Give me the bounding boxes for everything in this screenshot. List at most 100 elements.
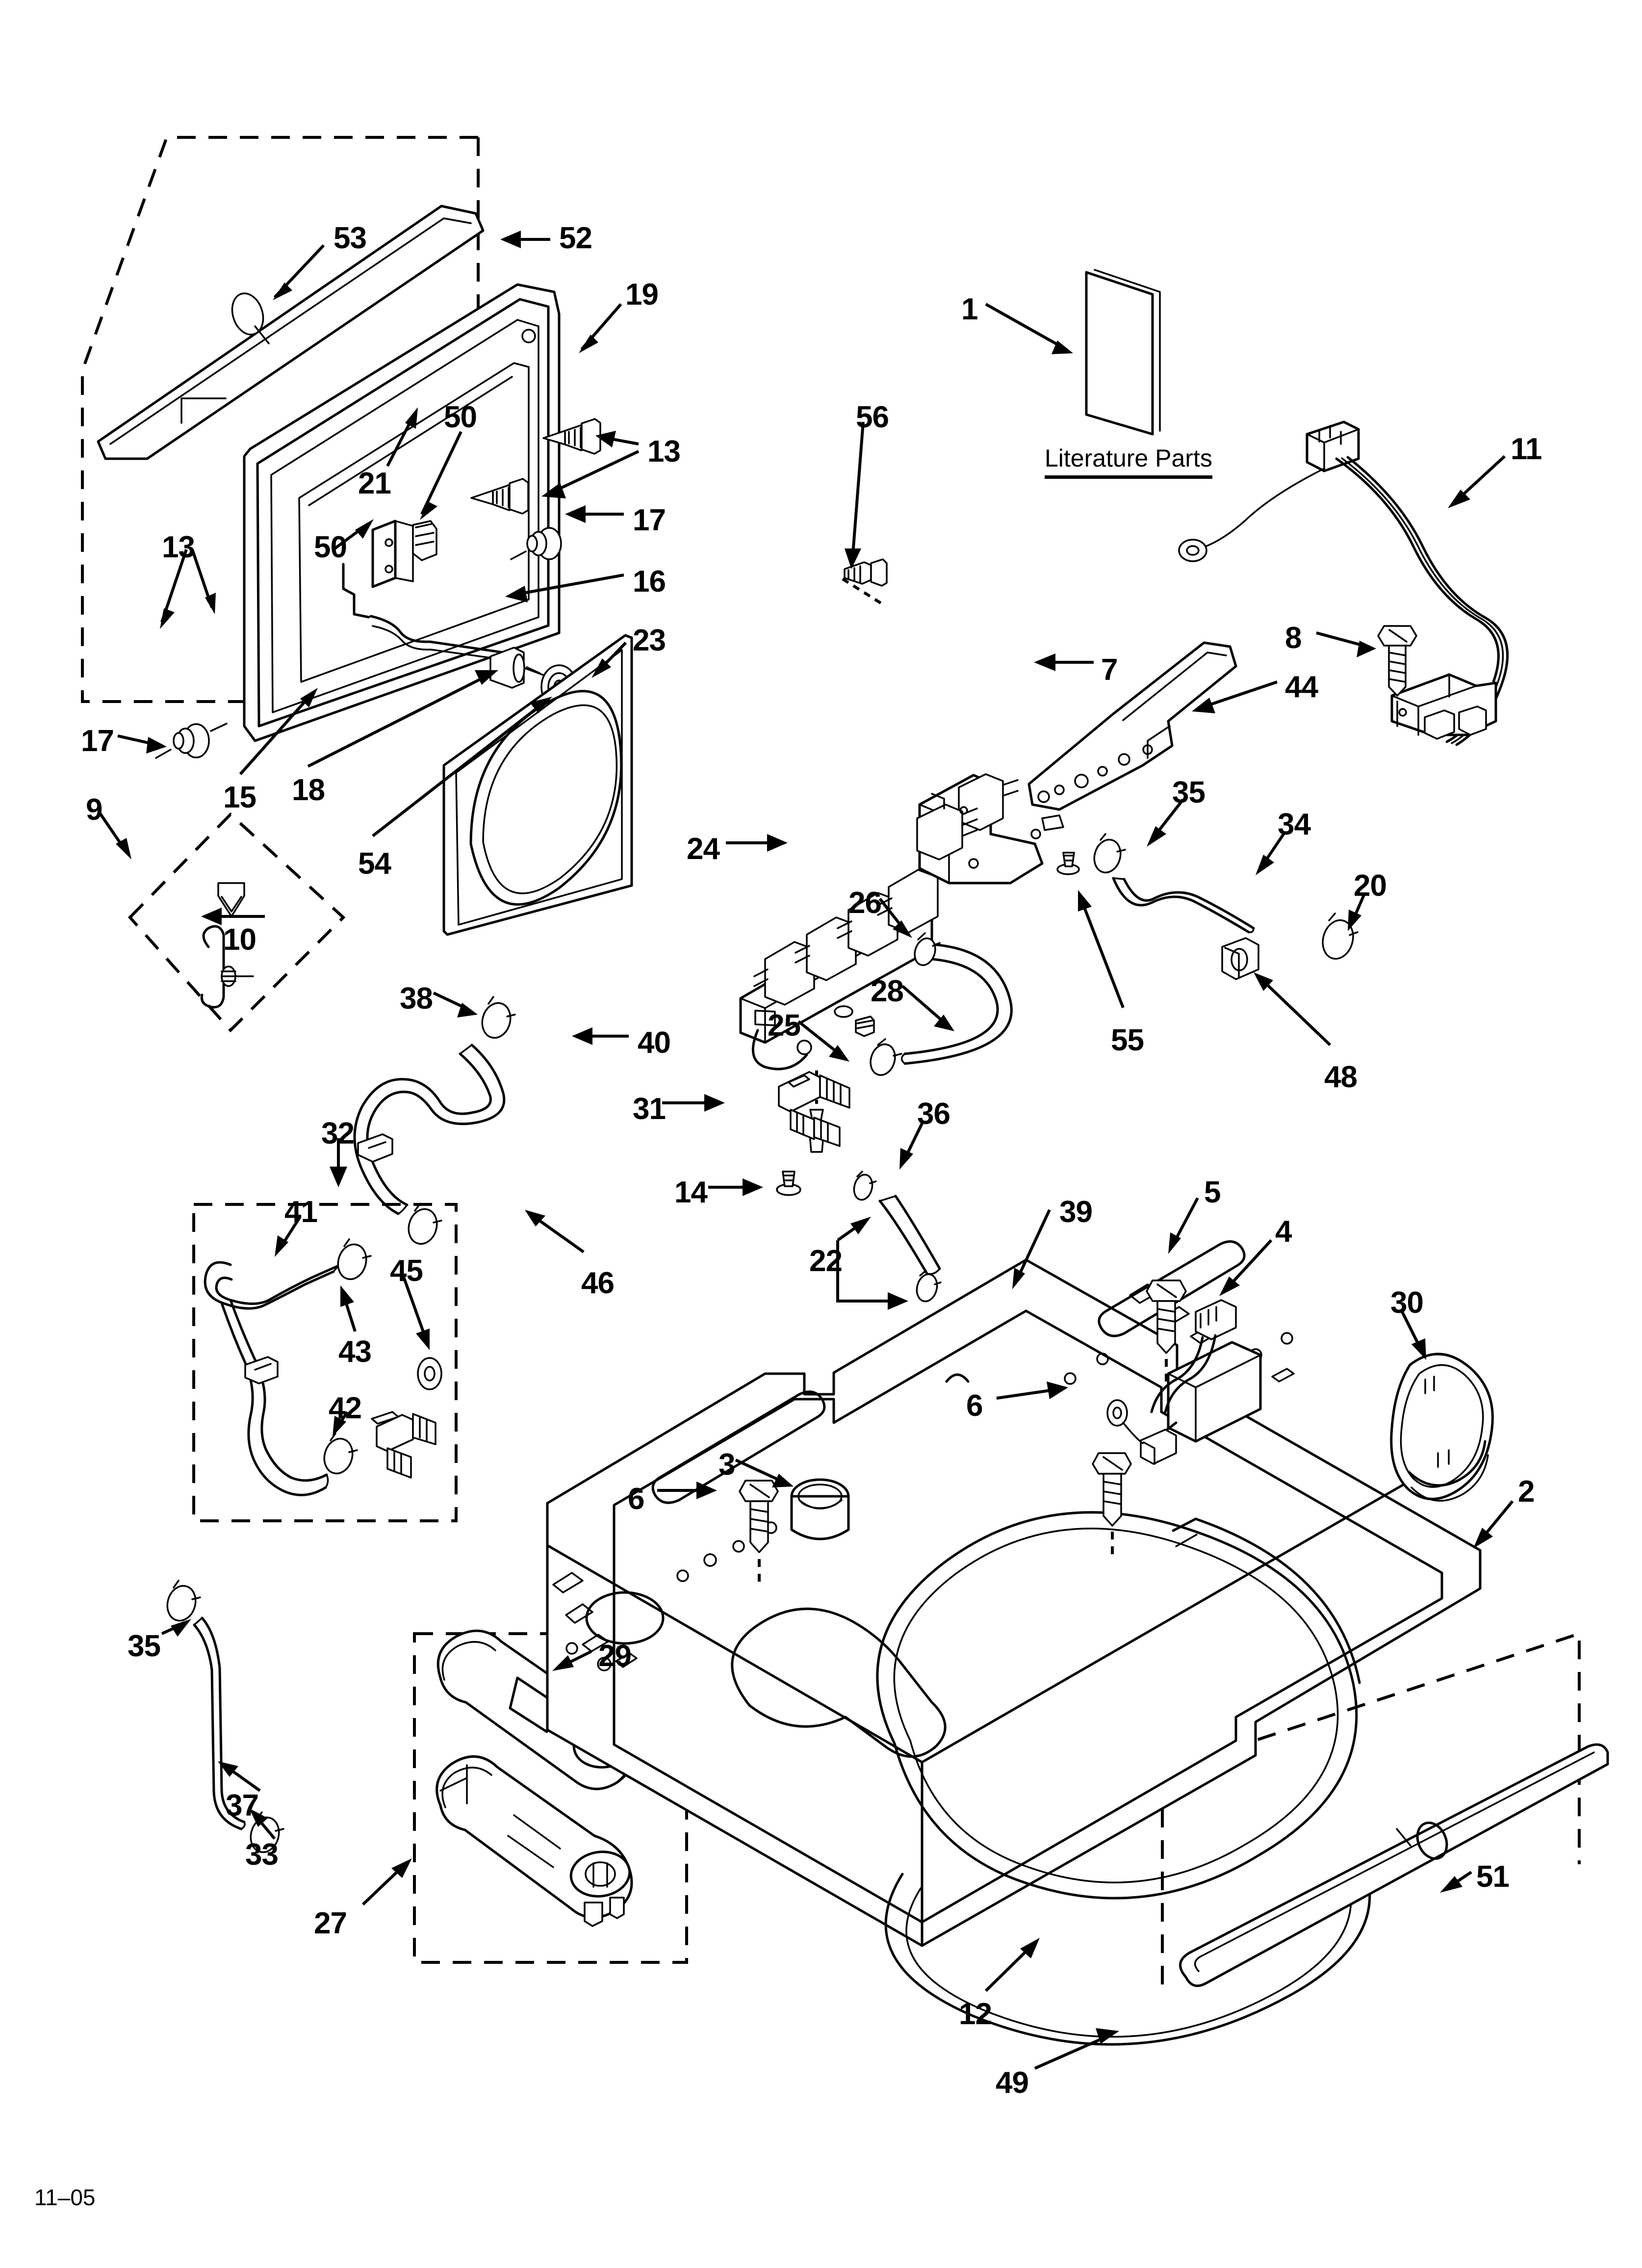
callout-number-13: 13 [162, 530, 195, 564]
trim-hole-53-tail [254, 325, 270, 344]
screw-14 [776, 1171, 801, 1196]
callout-number-20: 20 [1354, 869, 1387, 903]
literature-sheet-1-edge [1094, 269, 1161, 432]
lid-switch-detail-b [1417, 674, 1477, 707]
hose-clamp-22-top [853, 1171, 877, 1201]
group-label-literature-parts: Literature Parts [1045, 444, 1212, 479]
callout-number-26: 26 [848, 886, 882, 920]
callout-number-38: 38 [400, 982, 433, 1016]
callout-number-24: 24 [687, 832, 720, 866]
hose-36-b [894, 1195, 941, 1270]
callout-number-12: 12 [959, 1997, 992, 2031]
callout-number-44: 44 [1285, 670, 1318, 704]
lid-gasket-panel-23 [442, 634, 633, 936]
switchpack-hole-a [968, 858, 979, 869]
sheet-revision-code: 11–05 [34, 2185, 96, 2210]
tee-fitting-31 [778, 1071, 850, 1147]
callout-number-22: 22 [809, 1244, 843, 1278]
drain-valve-fitting [371, 1411, 436, 1479]
cabinet-top-2 [546, 1240, 1482, 2046]
callout-number-7: 7 [1101, 653, 1118, 687]
hose-36 [878, 1199, 928, 1275]
callout-number-6: 6 [966, 1389, 983, 1423]
callout-number-42: 42 [329, 1391, 362, 1425]
callout-number-37: 37 [226, 1789, 259, 1823]
grommet-48 [1221, 937, 1259, 980]
lid-gasket-ring-23 [469, 690, 623, 906]
callout-number-15: 15 [223, 781, 257, 814]
callout-number-45: 45 [390, 1254, 423, 1288]
hose-34-cap1 [1112, 877, 1125, 880]
bushing-ring-3 [790, 1478, 850, 1540]
callout-number-17: 17 [633, 503, 666, 537]
hose-28-b [903, 958, 999, 1055]
callout-number-31: 31 [633, 1092, 666, 1126]
grommet-17-right [510, 527, 562, 560]
hose-41-b [215, 1264, 340, 1305]
hose-34-b [1123, 878, 1255, 930]
callout-number-51: 51 [1476, 1860, 1510, 1894]
callout-number-40: 40 [638, 1026, 671, 1060]
hose-40-cap1 [459, 1044, 473, 1055]
hose-grommet-41-mid [244, 1356, 279, 1384]
hose-41-down-cap [325, 1474, 329, 1488]
lid-switch-bracket-50 [371, 520, 397, 588]
hose-41-down-b [229, 1299, 328, 1482]
callout-number-21: 21 [358, 467, 391, 500]
switchpack-hole-b [959, 806, 968, 815]
callout-number-36: 36 [917, 1097, 950, 1131]
switch-pack-7 [739, 773, 1044, 1070]
callout-number-32: 32 [321, 1117, 355, 1150]
grommet-17-left [155, 723, 228, 759]
lid-clip-10 [217, 882, 245, 917]
dashed-zone-handle-27 [413, 1632, 688, 1964]
callout-number-30: 30 [1390, 1286, 1424, 1320]
callout-number-18: 18 [292, 773, 325, 807]
console-bracket-44 [1027, 641, 1237, 811]
bracket-hole-b [385, 565, 393, 574]
base-trim-51 [1179, 1743, 1609, 1987]
screw-5 [1146, 1279, 1187, 1354]
lid-frame-inner-1 [256, 298, 550, 728]
callout-number-29: 29 [598, 1639, 632, 1673]
callout-number-17: 17 [81, 724, 114, 758]
hose-40-b [353, 1052, 492, 1215]
lid-clip-10-inner [221, 896, 242, 912]
screw-13-upper [542, 418, 601, 455]
screw-55 [1056, 852, 1080, 875]
lid-trim-strip-52 [97, 205, 485, 460]
hose-clamp-35-left [166, 1580, 201, 1622]
hose-40 [366, 1043, 506, 1206]
callout-number-39: 39 [1059, 1195, 1093, 1229]
dashed-zone-lid-assembly [81, 136, 478, 703]
base-trim-51-inner [1194, 1751, 1595, 1972]
lid-trim-strip-inner [109, 217, 472, 445]
lid-switch-hole [1398, 708, 1407, 717]
harness-ring-terminal [1178, 539, 1207, 562]
screw-6-upper [1092, 1452, 1132, 1527]
screw-56-axis [842, 577, 886, 607]
callout-number-4: 4 [1275, 1215, 1292, 1249]
callout-number-9: 9 [86, 793, 103, 827]
pressure-hose-37-cap2 [240, 1821, 246, 1830]
lid-switch-body-50b [412, 520, 437, 561]
callout-number-8: 8 [1285, 621, 1302, 655]
callout-number-34: 34 [1278, 808, 1311, 841]
harness-ground-lead [1203, 468, 1325, 548]
callout-number-50: 50 [314, 530, 347, 564]
capacitor-4 [1106, 1299, 1262, 1465]
base-trim-hole-51 [1416, 1821, 1448, 1860]
pressure-hose-37 [201, 1616, 246, 1824]
hose-36-cap1 [879, 1195, 897, 1202]
group-label-underline [1045, 475, 1212, 479]
callout-number-56: 56 [856, 400, 889, 434]
callout-number-35: 35 [1172, 776, 1206, 809]
hose-28-end [900, 1053, 906, 1065]
callout-number-50: 50 [444, 400, 477, 434]
callout-number-27: 27 [314, 1906, 347, 1940]
lid-pin-9 [200, 925, 225, 1009]
hose-clamp-42 [323, 1433, 358, 1475]
callout-number-48: 48 [1324, 1060, 1358, 1094]
callout-number-2: 2 [1518, 1475, 1535, 1509]
